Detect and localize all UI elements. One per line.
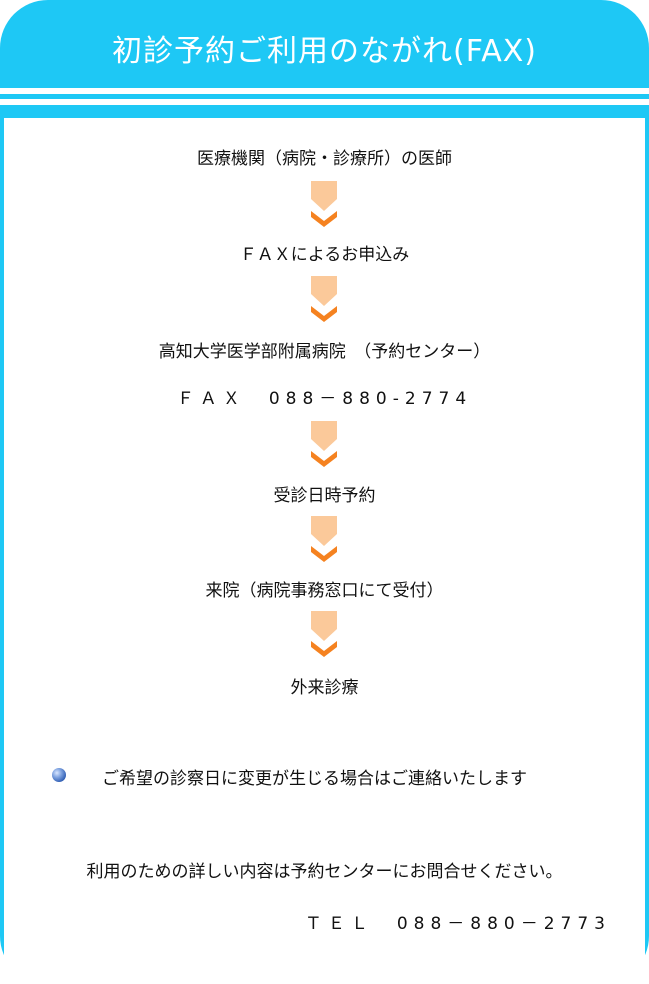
down-arrow-icon — [311, 611, 337, 657]
step-visit-reception: 来院（病院事務窓口にて受付） — [205, 581, 444, 601]
fax-number: ＦＡＸ 088－880-2774 — [176, 389, 473, 409]
down-arrow-icon — [311, 516, 337, 562]
card-body — [4, 118, 645, 984]
inquiry-text: 利用のための詳しい内容は予約センターにお問合せください。 — [86, 862, 563, 882]
down-arrow-icon — [311, 421, 337, 467]
header-divider — [0, 99, 649, 105]
tel-number: ＴＥＬ 088－880－2773 — [304, 914, 611, 934]
bullet-sphere-icon — [52, 768, 66, 782]
down-arrow-icon — [311, 276, 337, 322]
step-outpatient-care: 外来診療 — [290, 678, 359, 698]
step-appointment-booking: 受診日時予約 — [273, 486, 376, 506]
step-hospital-center: 高知大学医学部附属病院 （予約センター） — [158, 342, 491, 362]
change-notice-text: ご希望の診察日に変更が生じる場合はご連絡いたします — [102, 769, 527, 789]
page-title: 初診予約ご利用のながれ(FAX) — [112, 34, 537, 69]
step-referring-doctor: 医療機関（病院・診療所）の医師 — [197, 149, 452, 169]
step-fax-application: ＦＡＸによるお申込み — [239, 245, 410, 265]
change-notice-row: ご希望の診察日に変更が生じる場合はご連絡いたします — [52, 764, 612, 789]
down-arrow-icon — [311, 181, 337, 227]
header-divider — [0, 88, 649, 94]
